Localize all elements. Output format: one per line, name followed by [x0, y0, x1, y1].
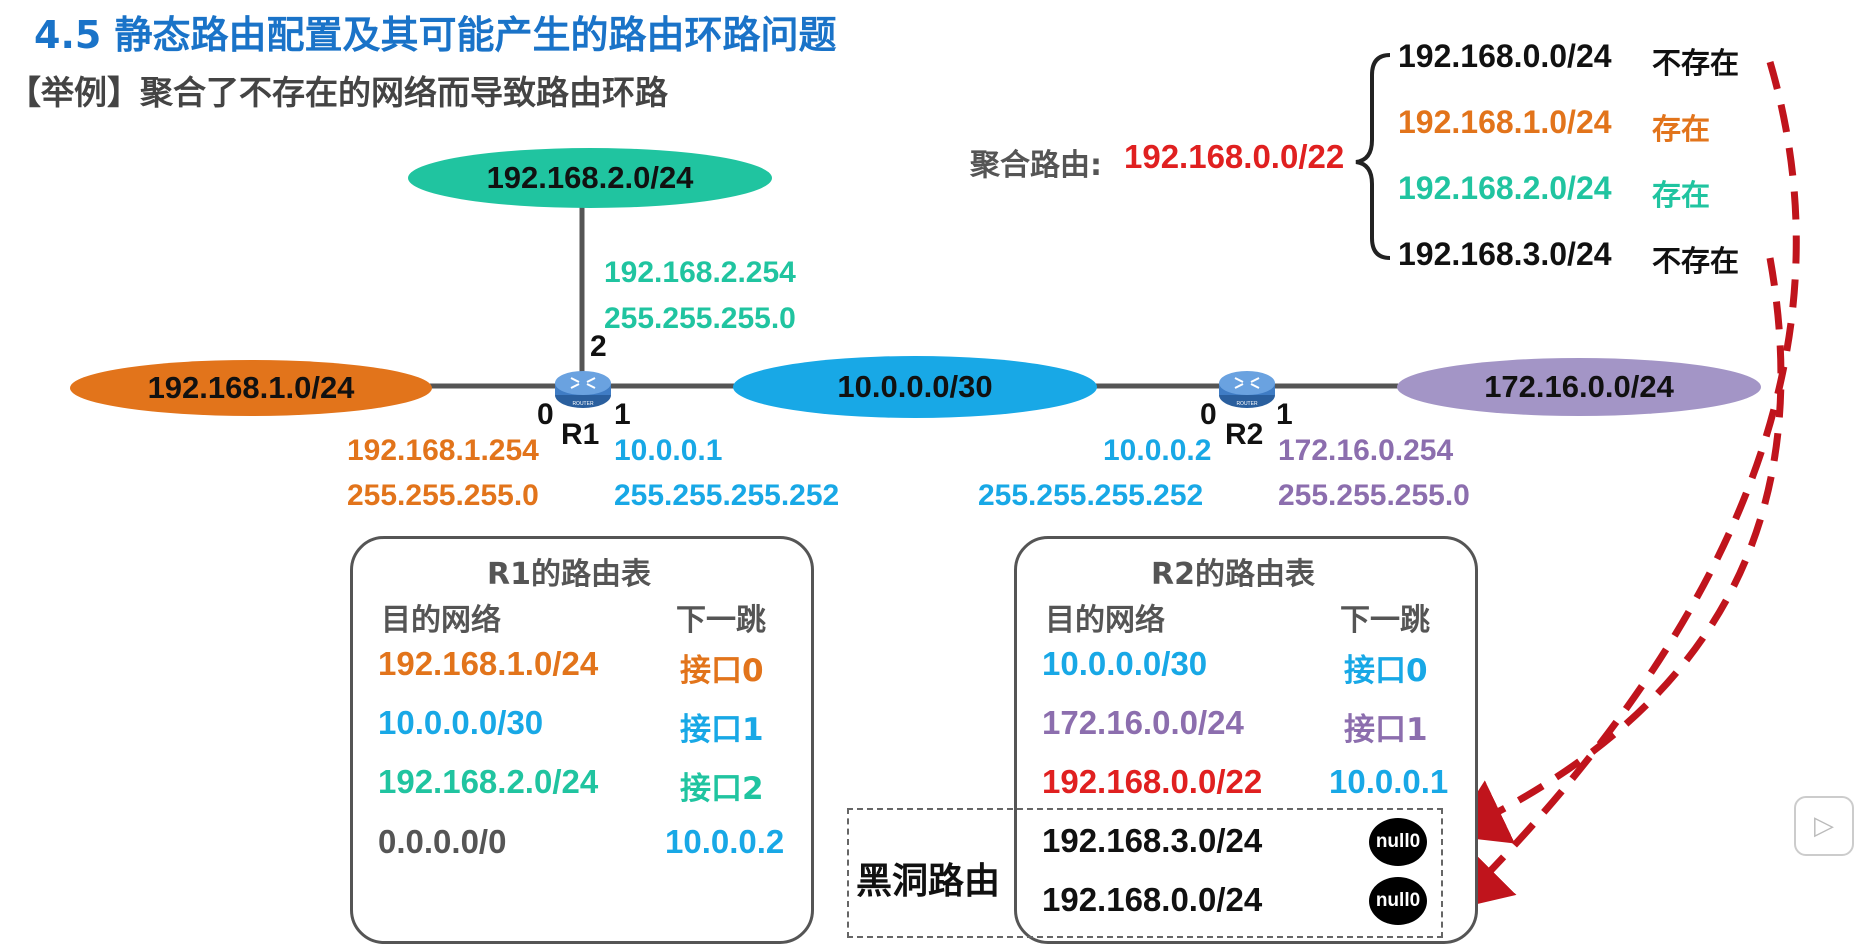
- router-icon: ROUTER: [1219, 371, 1275, 408]
- r1-if2-mask: 255.255.255.0: [604, 302, 796, 335]
- aggregate-item-2-status: 存在: [1652, 178, 1711, 212]
- r2-row-4-dest: 192.168.0.0/24: [1042, 881, 1263, 918]
- r1-if2-ip: 192.168.2.254: [604, 256, 796, 289]
- r1-row-0-hop: 接口0: [680, 653, 764, 689]
- r1-row-2-hop: 接口2: [680, 771, 764, 807]
- network-left: 192.168.1.0/24: [70, 360, 432, 416]
- r2-if0-ip: 10.0.0.2: [1103, 434, 1212, 467]
- r1-row-0-dest: 192.168.1.0/24: [378, 645, 599, 682]
- r1-row-1-dest: 10.0.0.0/30: [378, 704, 544, 741]
- aggregate-item-2-net: 192.168.2.0/24: [1398, 170, 1612, 206]
- r1-if1-ip: 10.0.0.1: [614, 434, 723, 467]
- network-middle: 10.0.0.0/30: [733, 356, 1097, 418]
- null0-badge-0: null0: [1369, 818, 1427, 866]
- r2-if1-mask: 255.255.255.0: [1278, 479, 1470, 512]
- r1-if0-ip: 192.168.1.254: [347, 434, 539, 467]
- play-button[interactable]: ▷: [1794, 796, 1854, 856]
- blackhole-box: [847, 808, 1443, 938]
- aggregate-brace: [1355, 53, 1391, 260]
- svg-text:ROUTER: ROUTER: [572, 401, 594, 407]
- r1-routing-table: R1的路由表 目的网络 下一跳 192.168.1.0/24 接口0 10.0.…: [350, 536, 814, 944]
- r1-if1-num: 1: [614, 398, 631, 431]
- play-icon: ▷: [1814, 811, 1834, 841]
- svg-text:ROUTER: ROUTER: [1236, 401, 1258, 407]
- page-subtitle: 【举例】聚合了不存在的网络而导致路由环路: [8, 73, 668, 112]
- r2-row-2-hop: 10.0.0.1: [1329, 763, 1449, 800]
- network-right: 172.16.0.0/24: [1397, 358, 1761, 416]
- aggregate-item-3-status: 不存在: [1652, 244, 1740, 278]
- r2-row-3-dest: 192.168.3.0/24: [1042, 822, 1263, 859]
- r1-table-title: R1的路由表: [487, 557, 651, 592]
- r1-row-2-dest: 192.168.2.0/24: [378, 763, 599, 800]
- r2-col-dest: 目的网络: [1045, 603, 1165, 638]
- r1-if1-mask: 255.255.255.252: [614, 479, 840, 512]
- r1-if0-num: 0: [537, 398, 554, 431]
- r1-if0-mask: 255.255.255.0: [347, 479, 539, 512]
- r2-if1-ip: 172.16.0.254: [1278, 434, 1454, 467]
- r2-routing-table: R2的路由表 目的网络 下一跳 10.0.0.0/30 接口0 172.16.0…: [1014, 536, 1478, 944]
- r2-col-hop: 下一跳: [1340, 603, 1430, 638]
- r1-if2-num: 2: [590, 330, 607, 363]
- r1-col-hop: 下一跳: [676, 603, 766, 638]
- r2-name: R2: [1225, 418, 1264, 451]
- r1-row-1-hop: 接口1: [680, 712, 764, 748]
- null0-badge-1: null0: [1369, 877, 1427, 925]
- page-title: 4.5 静态路由配置及其可能产生的路由环路问题: [34, 13, 837, 57]
- r2-row-1-hop: 接口1: [1344, 712, 1428, 748]
- aggregate-value: 192.168.0.0/22: [1124, 138, 1345, 175]
- r2-row-1-dest: 172.16.0.0/24: [1042, 704, 1244, 741]
- arrow-192-168-0: [1452, 61, 1800, 910]
- router-r2: ROUTER: [1217, 368, 1277, 410]
- aggregate-item-0-net: 192.168.0.0/24: [1398, 38, 1612, 74]
- router-r1: ROUTER: [553, 368, 613, 410]
- router-icon: ROUTER: [555, 371, 611, 408]
- r2-row-0-hop: 接口0: [1344, 653, 1428, 689]
- aggregate-item-1-net: 192.168.1.0/24: [1398, 104, 1612, 140]
- arrow-192-168-3: [1449, 257, 1785, 844]
- blackhole-label: 黑洞路由: [856, 861, 1001, 902]
- r1-row-3-hop: 10.0.0.2: [665, 823, 785, 860]
- aggregate-item-0-status: 不存在: [1652, 46, 1740, 80]
- r2-if0-num: 0: [1200, 398, 1217, 431]
- r2-row-2-dest: 192.168.0.0/22: [1042, 763, 1263, 800]
- r1-row-3-dest: 0.0.0.0/0: [378, 823, 507, 860]
- aggregate-item-1-status: 存在: [1652, 112, 1711, 146]
- r1-col-dest: 目的网络: [381, 603, 501, 638]
- aggregate-item-3-net: 192.168.3.0/24: [1398, 236, 1612, 272]
- r2-table-title: R2的路由表: [1151, 557, 1315, 592]
- r2-if1-num: 1: [1276, 398, 1293, 431]
- r2-if0-mask: 255.255.255.252: [978, 479, 1204, 512]
- r2-row-0-dest: 10.0.0.0/30: [1042, 645, 1208, 682]
- network-top: 192.168.2.0/24: [408, 148, 772, 208]
- r1-name: R1: [561, 418, 600, 451]
- aggregate-label: 聚合路由:: [970, 148, 1102, 183]
